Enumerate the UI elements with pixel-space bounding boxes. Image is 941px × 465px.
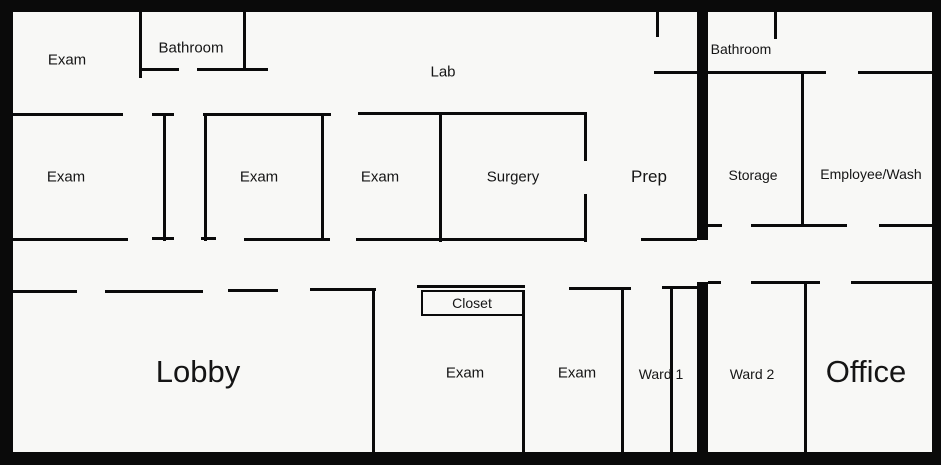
exam-mid-2-south-cap <box>201 237 216 240</box>
exam-mid-3-surgery-north-wall <box>358 112 586 115</box>
bathroom-right-south-wall <box>708 71 826 74</box>
lab-east-stub-wall <box>656 12 659 37</box>
exterior-wall-top <box>0 0 941 12</box>
ward-1-north-wall <box>662 286 698 289</box>
room-label-ward-1: Ward 1 <box>638 366 684 382</box>
exterior-wall-left <box>0 0 13 460</box>
bathroom-left-east-wall <box>243 12 246 69</box>
room-label-surgery: Surgery <box>486 168 540 186</box>
room-label-exam-top-left: Exam <box>47 51 87 69</box>
employee-wash-north-wall <box>858 71 932 74</box>
lobby-north-wall-d <box>310 288 376 291</box>
room-label-exam-mid-3: Exam <box>360 168 400 186</box>
ward-1-divider-wall <box>670 286 673 455</box>
exam-mid-2-south-wall <box>244 238 330 241</box>
room-label-exam-mid-2: Exam <box>239 168 279 186</box>
exam-mid-2-north-wall <box>203 113 331 116</box>
exam-bottom-2-north-wall <box>569 287 631 290</box>
room-label-lab: Lab <box>430 63 456 81</box>
ward-2-east-wall <box>804 282 807 455</box>
bathroom-left-west-wall <box>139 12 142 78</box>
room-label-ward-2: Ward 2 <box>729 366 775 382</box>
bathroom-left-south-wall-a <box>139 68 179 71</box>
lobby-north-wall-c <box>228 289 278 292</box>
storage-south-wall <box>751 224 847 227</box>
exam-bottom-2-east-wall <box>621 288 624 455</box>
surgery-east-wall-lower <box>584 194 587 242</box>
exam-mid-2-east-wall <box>321 113 324 241</box>
exterior-wall-right <box>932 0 941 465</box>
closet-north-wall <box>417 285 525 288</box>
office-north-wall <box>851 281 932 284</box>
ward-2-north-stub <box>708 281 721 284</box>
exam-surgery-divider-wall <box>439 112 442 242</box>
room-label-office: Office <box>825 354 907 389</box>
employee-wash-south-wall <box>879 224 932 227</box>
main-divider-wall-lower <box>697 282 708 458</box>
room-label-exam-bottom-2: Exam <box>557 364 597 382</box>
room-label-closet: Closet <box>452 295 492 311</box>
prep-south-wall <box>641 238 697 241</box>
storage-employee-divider-wall <box>801 71 804 227</box>
exam-mid-1-south-wall <box>8 238 128 241</box>
room-label-prep: Prep <box>631 167 667 186</box>
exam-surgery-south-wall <box>356 238 587 241</box>
room-label-exam-mid-1: Exam <box>46 168 86 186</box>
lobby-north-wall-a <box>10 290 77 293</box>
storage-south-stub <box>708 224 722 227</box>
exam-bottom-1-east-wall <box>522 290 525 455</box>
room-label-employee-wash: Employee/Wash <box>820 166 922 182</box>
room-label-bathroom-left: Bathroom <box>158 39 224 57</box>
room-label-lobby: Lobby <box>155 354 241 389</box>
exam-mid-2-west-wall <box>204 113 207 241</box>
exam-mid-1-east-wall-cap-bottom <box>152 237 174 240</box>
lab-east-wall <box>654 71 697 74</box>
exam-mid-1-east-wall-cap-top <box>152 113 174 116</box>
exterior-wall-bottom <box>0 452 941 465</box>
bathroom-right-divider-stub <box>774 12 777 39</box>
closet-box <box>421 290 524 316</box>
main-divider-wall-upper <box>697 12 708 240</box>
ward-2-north-wall <box>751 281 820 284</box>
surgery-east-wall-upper <box>584 112 587 161</box>
room-label-storage: Storage <box>728 167 778 183</box>
lobby-east-wall <box>372 288 375 455</box>
exam-mid-1-north-wall <box>13 113 123 116</box>
exam-mid-1-east-wall <box>163 113 166 241</box>
bathroom-left-south-wall-b <box>197 68 268 71</box>
lobby-north-wall-b <box>105 290 203 293</box>
room-label-exam-bottom-1: Exam <box>445 364 485 382</box>
room-label-bathroom-right: Bathroom <box>710 41 772 57</box>
